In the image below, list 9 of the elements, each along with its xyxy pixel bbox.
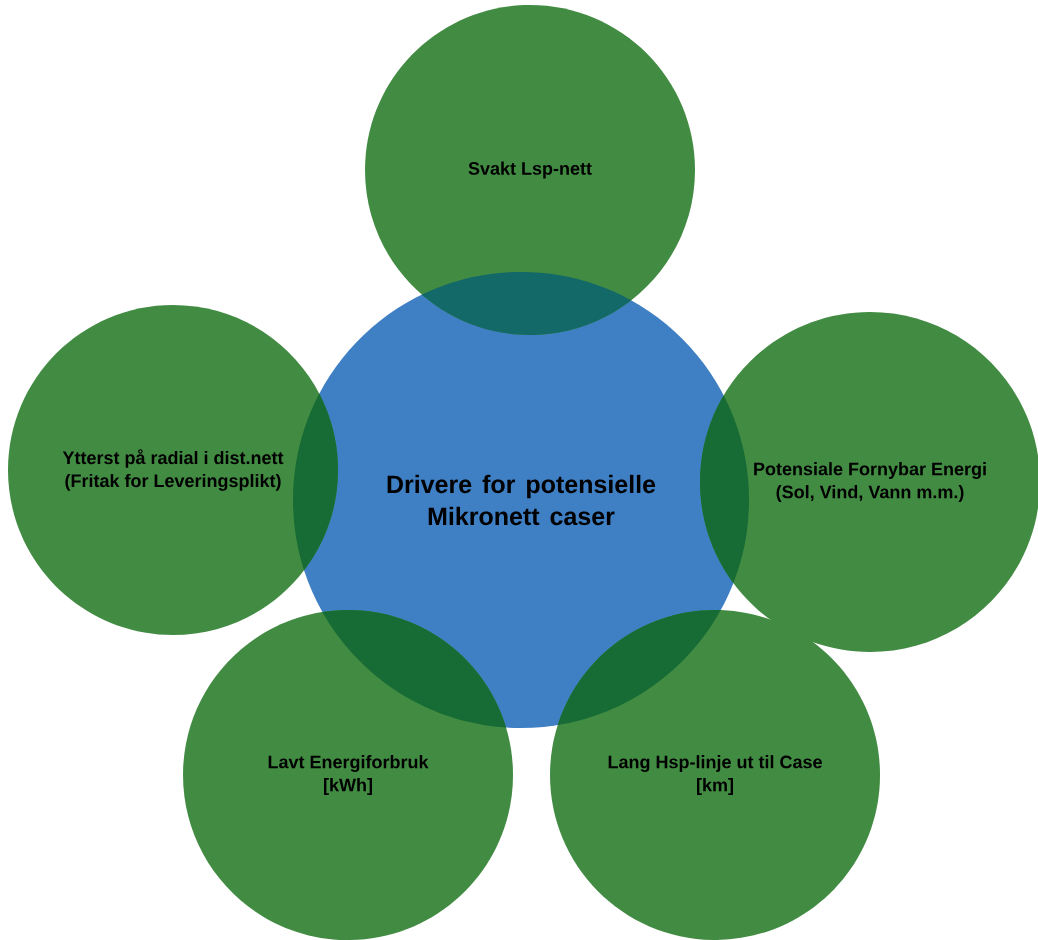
node-label: [km]: [697, 778, 733, 795]
node-label: (Sol, Vind, Vann m.m.): [776, 485, 964, 502]
node-label: Lang Hsp-linje ut til Case: [608, 755, 822, 772]
node-label: Svakt Lsp-nett: [468, 161, 592, 179]
node-label: (Fritak for Leveringsplikt): [65, 473, 281, 491]
node-label: [kWh]: [324, 778, 372, 795]
node-label: Ytterst på radial i dist.nett: [62, 449, 284, 468]
node-label: Lavt Energiforbruk: [268, 755, 429, 772]
node-label: Potensiale Fornybar Energi: [754, 462, 986, 479]
